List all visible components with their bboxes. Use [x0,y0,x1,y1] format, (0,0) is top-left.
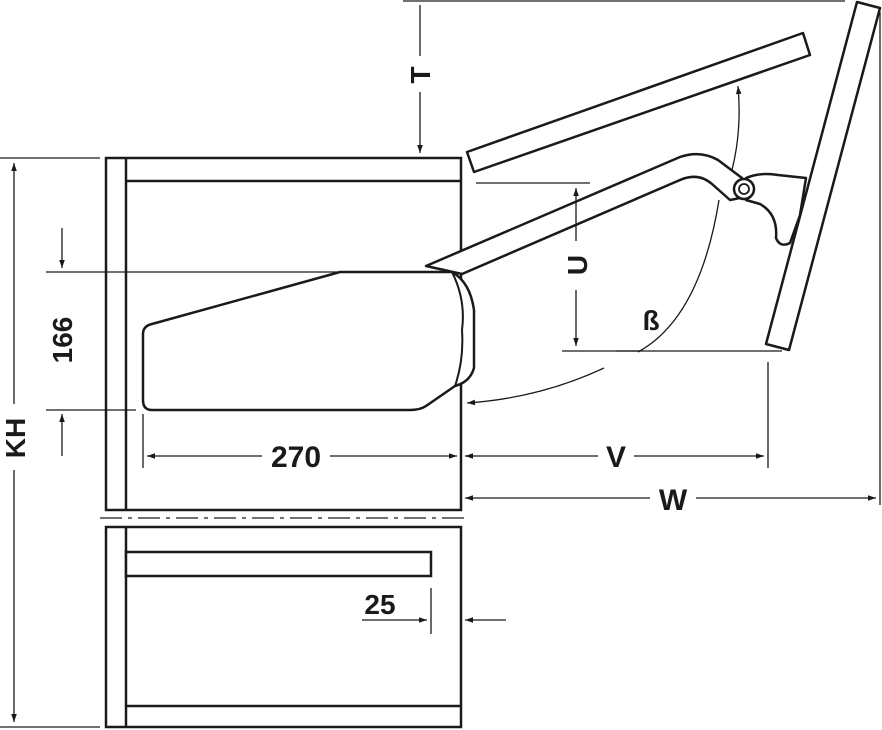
label-u: U [562,255,593,275]
mechanism-housing [141,270,476,412]
flap-bracket [744,172,808,246]
shelf [124,550,433,578]
angle-arc-lower [637,199,720,353]
label-w: W [659,484,688,517]
label-270: 270 [271,441,321,474]
cabinet-lower [104,525,463,729]
label-v: V [606,441,626,474]
label-166: 166 [47,317,78,364]
label-25: 25 [364,589,395,620]
flap-open [764,0,882,352]
label-kh: KH [0,418,31,458]
label-t: T [405,66,436,83]
pivot-joint-inner [738,183,750,195]
angle-arc-bottom [466,367,605,406]
lift-mechanism [141,152,808,412]
angle-arc-upper [731,85,742,171]
housing-cap-line [451,271,464,387]
flap-intermediate [465,31,812,174]
label-beta: ß [642,305,659,336]
